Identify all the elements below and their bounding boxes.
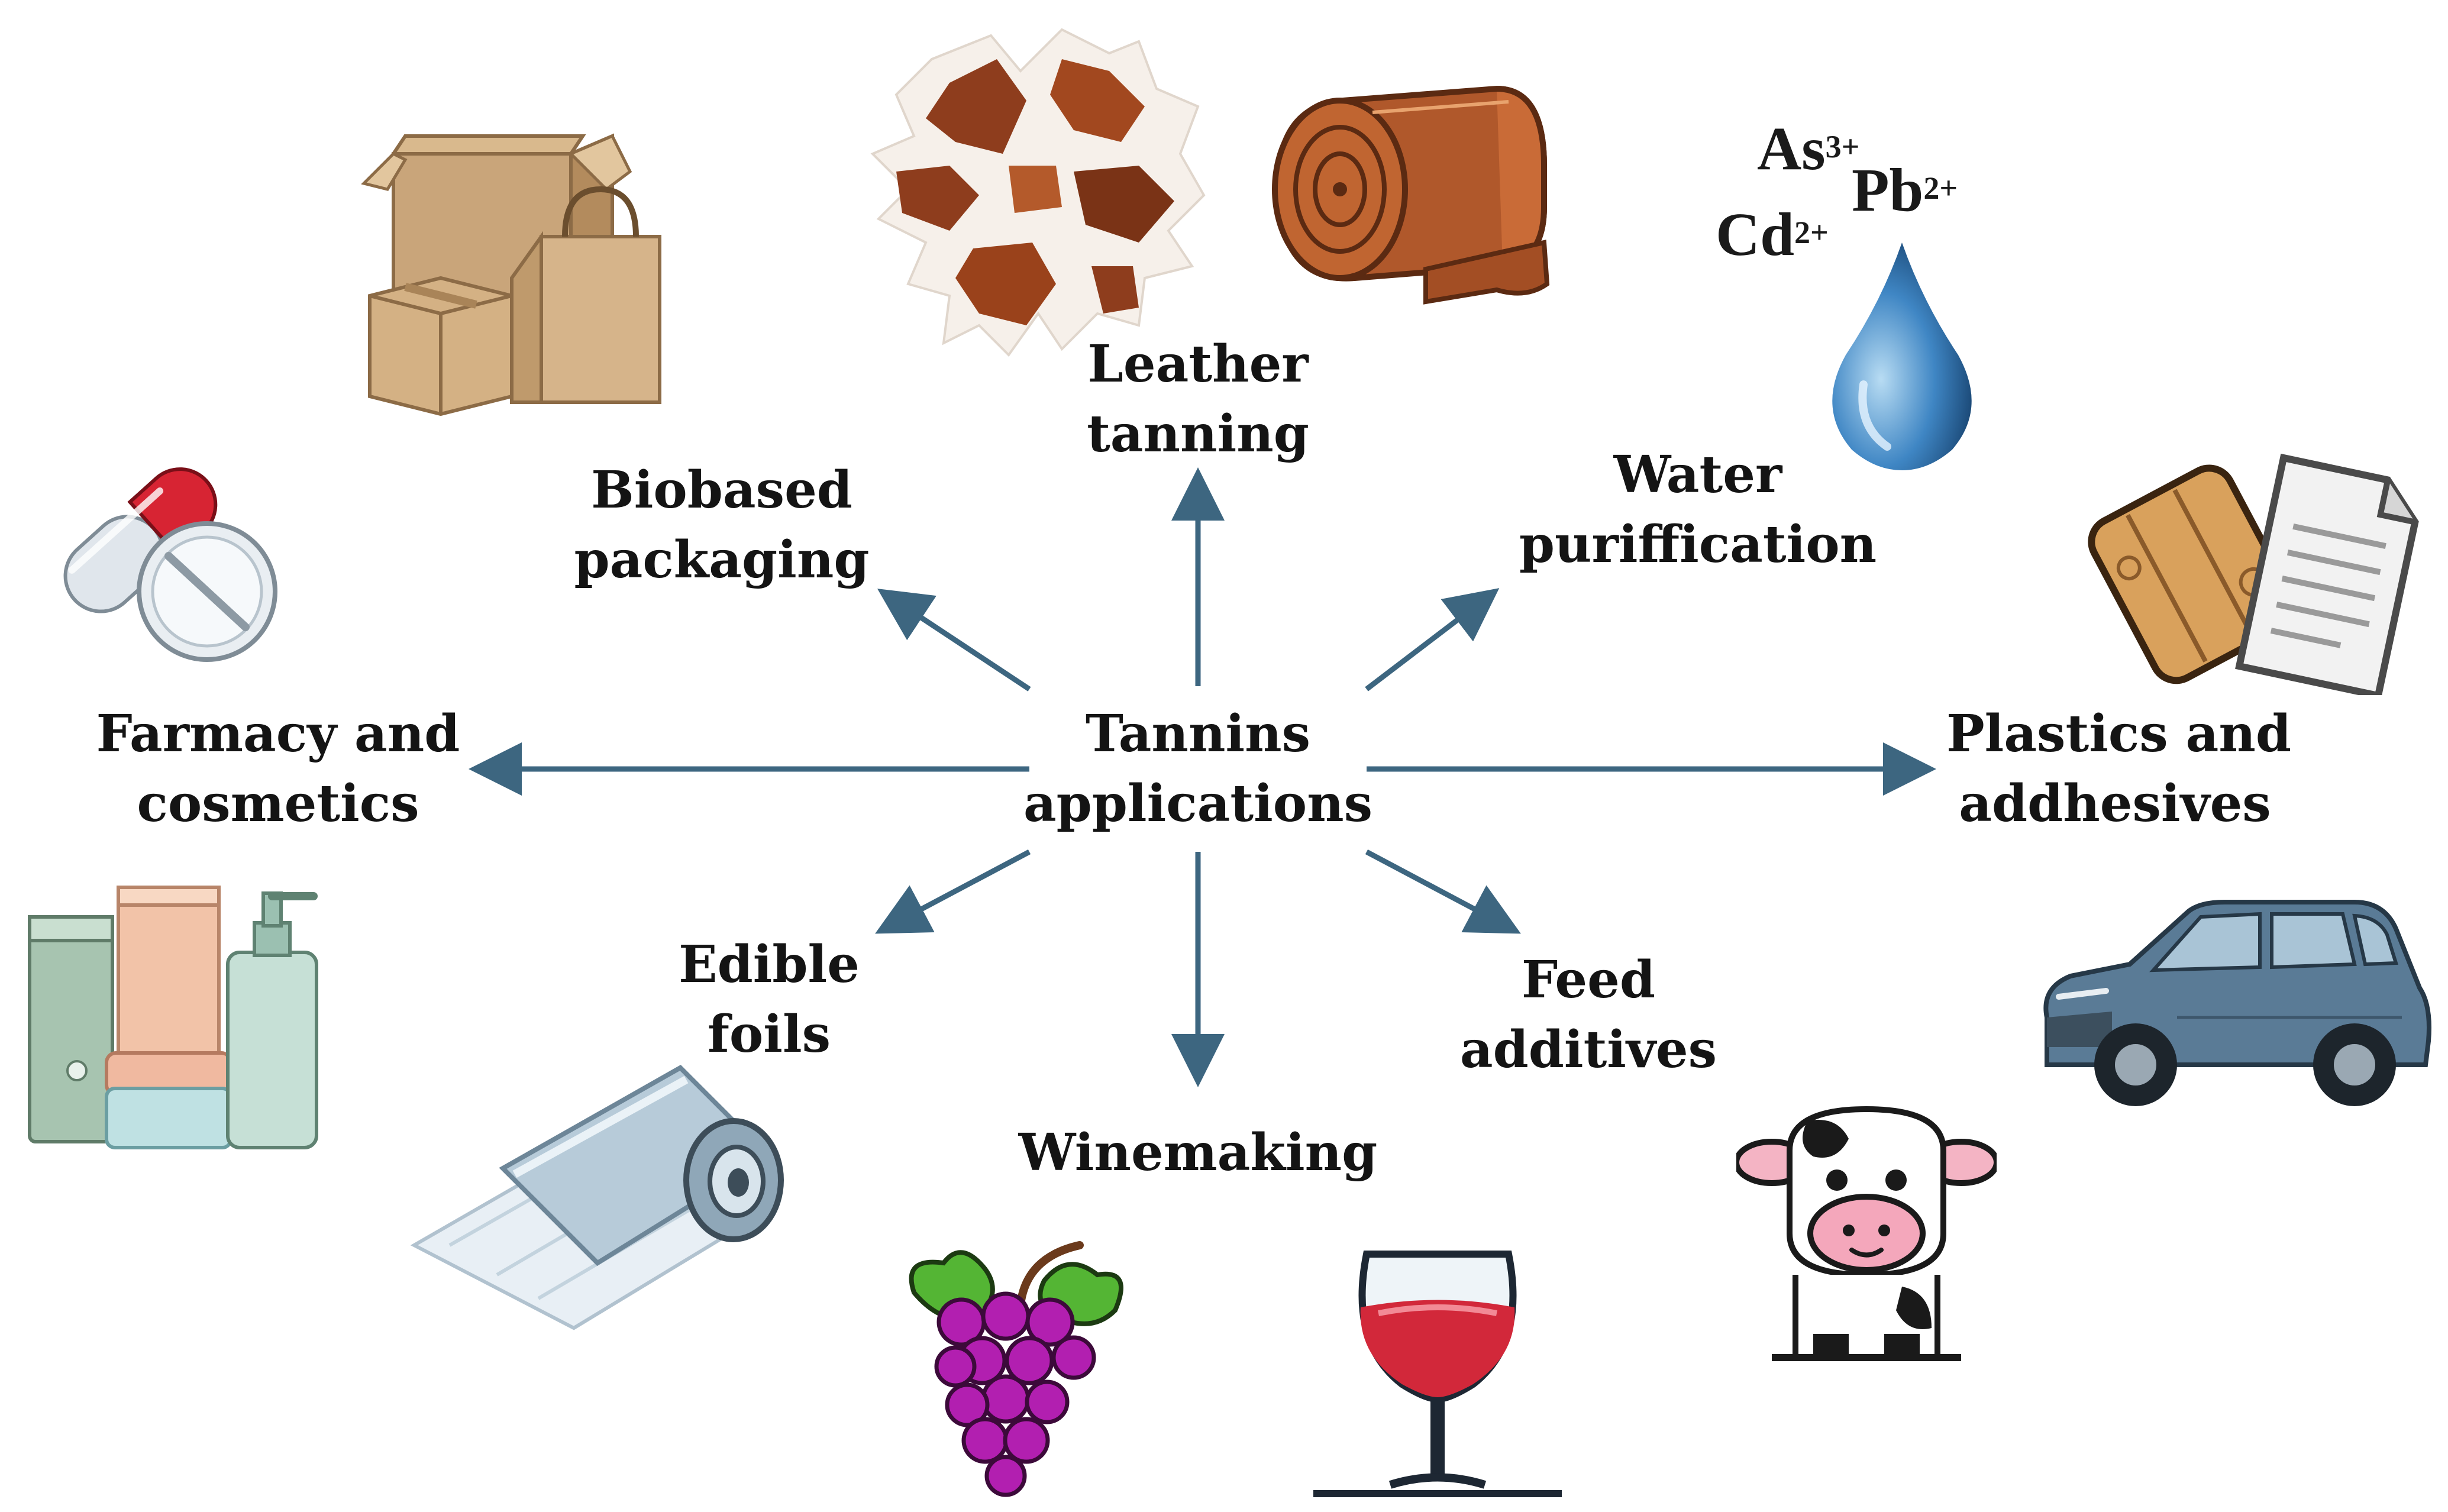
edible-foils-label: Edible foils [651,930,887,1070]
feed-label-line1: Feed [1522,950,1655,1010]
leather-tanning-label: Leather tanning [1041,329,1355,469]
arrow-water [1365,588,1500,692]
ion-cd: Cd2+ [1716,204,1829,266]
arrow-feed [1365,849,1521,934]
foil-roll-icon [410,1065,784,1330]
leather-label-line2: tanning [1087,404,1309,464]
ion-pb: Pb2+ [1852,160,1958,221]
wine-label-line1: Winemaking [1018,1123,1378,1183]
heavy-metal-ions: As3+ Pb2+ Cd2+ [1704,106,2011,284]
winemaking-label: Winemaking [1006,1118,1390,1188]
plastics-label-line2: addhesives [1959,774,2271,833]
plastics-label-line1: Plastics and [1946,704,2291,764]
arrow-edible [875,849,1031,934]
biobased-packaging-label: Biobased packaging [550,455,893,595]
cowhide-icon [870,28,1206,357]
ion-cd-symbol: Cd [1716,201,1794,269]
ion-as: As3+ [1757,118,1859,180]
center-label-line1: Tannins [1085,704,1311,764]
farmacy-label-line2: cosmetics [137,774,419,833]
center-label-line2: applications [1023,774,1373,833]
wine-glass-icon [1313,1251,1562,1497]
feed-additives-label: Feed additives [1432,945,1745,1085]
ion-as-symbol: As [1757,115,1826,183]
arrow-packaging [877,589,1031,692]
ion-cd-charge: 2+ [1794,215,1829,250]
ion-as-charge: 3+ [1825,129,1860,164]
ion-pb-charge: 2+ [1923,170,1958,206]
water-drop-icon [1832,243,1972,470]
grapes-icon [909,1241,1123,1497]
cosmetics-icon [28,886,318,1149]
cow-icon [1736,1106,1997,1361]
water-label-line1: Water [1613,445,1782,505]
edible-label-line1: Edible [679,935,860,994]
center-label: Tannins applications [1006,699,1390,839]
pills-icon [63,467,277,662]
wood-and-paper-icon [2088,453,2419,695]
farmacy-cosmetics-label: Farmacy and cosmetics [89,699,467,839]
leather-roll-icon [1272,85,1550,305]
leather-label-line1: Leather [1087,334,1309,394]
edible-label-line2: foils [707,1004,831,1064]
feed-label-line2: additives [1459,1020,1717,1080]
farmacy-label-line1: Farmacy and [96,704,460,764]
packaging-label-line1: Biobased [591,460,852,520]
cardboard-box-icon [361,133,661,416]
ion-pb-symbol: Pb [1852,156,1924,224]
water-label-line2: puriffication [1519,515,1877,574]
water-purification-label: Water puriffication [1514,440,1881,580]
car-icon [2043,900,2431,1106]
packaging-label-line2: packaging [574,530,870,590]
plastics-adhesives-label: Plastics and addhesives [1946,699,2291,839]
